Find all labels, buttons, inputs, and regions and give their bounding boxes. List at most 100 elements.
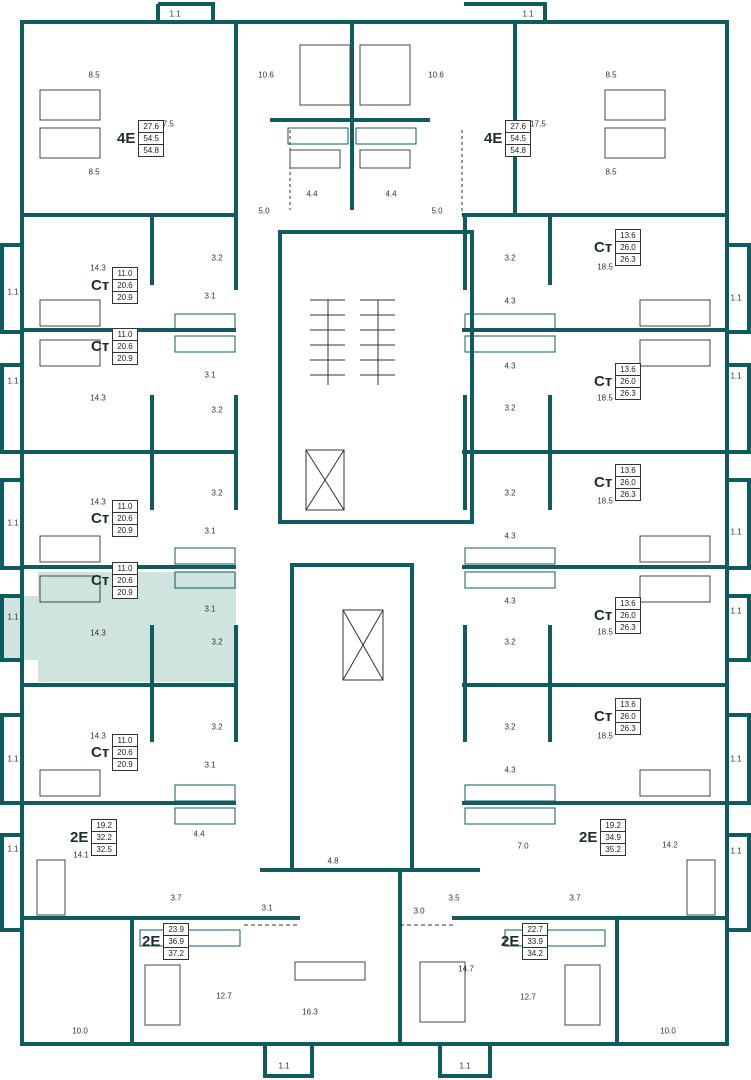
area-label: 3.2 (211, 405, 223, 415)
area-label: 17.5 (530, 119, 546, 129)
area-label: 5.0 (431, 206, 443, 216)
area-label: 1.1 (7, 844, 19, 854)
area-label: 1.1 (730, 846, 742, 856)
area-label: 4.3 (504, 596, 516, 606)
area-label: 1.1 (459, 1061, 471, 1071)
area-label: 14.3 (90, 731, 106, 741)
area-label: 14.3 (90, 393, 106, 403)
area-label: 18.5 (597, 393, 613, 403)
area-label: 5.0 (258, 206, 270, 216)
area-label: 1.1 (730, 754, 742, 764)
apartment-type: Ст (91, 744, 110, 761)
area-label: 3.1 (204, 760, 216, 770)
area-label: 3.1 (204, 526, 216, 536)
apartment-area-value: 11.0 (113, 329, 137, 341)
area-label: 1.1 (7, 518, 19, 528)
apartment-type: Ст (91, 510, 110, 527)
apartment-area-value: 54.8 (143, 146, 159, 155)
apartment-area-value: 13.6 (616, 699, 640, 711)
area-label: 18.5 (597, 731, 613, 741)
area-label: 14.3 (90, 497, 106, 507)
area-label: 3.2 (504, 488, 516, 498)
area-label: 10.6 (258, 70, 274, 80)
apartment-type: Ст (594, 373, 613, 390)
apartment-area-value: 13.6 (616, 598, 640, 610)
apartment-area-value: 13.6 (616, 465, 640, 477)
area-label: 1.1 (7, 287, 19, 297)
area-label: 18.5 (597, 262, 613, 272)
apartment-area-value: 36.9 (164, 936, 188, 948)
area-label: 10.6 (428, 70, 444, 80)
area-label: 3.2 (211, 488, 223, 498)
apartment-area-value: 22.7 (523, 924, 547, 936)
area-label: 4.8 (327, 856, 339, 866)
area-label: 4.4 (193, 829, 205, 839)
area-label: 4.3 (504, 531, 516, 541)
apartment-area-value: 35.2 (605, 845, 621, 854)
area-label: 1.1 (278, 1061, 290, 1071)
apartment-area-value: 26.3 (620, 623, 636, 632)
apartment-area-value: 20.9 (117, 588, 133, 597)
area-label: 3.7 (170, 893, 182, 903)
apartment-area-value: 19.2 (601, 820, 625, 832)
area-label: 3.2 (211, 722, 223, 732)
area-label: 3.2 (504, 722, 516, 732)
apartment-area-value: 13.6 (616, 230, 640, 242)
area-label: 17.5 (158, 119, 174, 129)
apartment-area-value: 26.3 (620, 255, 636, 264)
apartment-area-value: 13.6 (616, 364, 640, 376)
area-label: 8.5 (88, 167, 100, 177)
area-label: 10.0 (72, 1026, 88, 1036)
area-label: 1.1 (169, 9, 181, 19)
area-label: 14.3 (90, 628, 106, 638)
area-label: 3.1 (261, 903, 273, 913)
apartment-area-value: 54.8 (510, 146, 526, 155)
apartment-area-value: 26.0 (616, 477, 640, 489)
area-label: 3.0 (413, 906, 425, 916)
area-label: 1.1 (730, 606, 742, 616)
area-label: 4.4 (306, 189, 318, 199)
area-label: 8.5 (605, 70, 617, 80)
area-label: 7.0 (517, 841, 529, 851)
area-label: 3.2 (211, 637, 223, 647)
elevator-2 (342, 609, 384, 681)
apartment-area-value: 54.5 (506, 133, 530, 145)
apartment-type: Ст (91, 338, 110, 355)
apartment-area-value: 54.5 (139, 133, 163, 145)
apartment-type: Ст (594, 474, 613, 491)
area-label: 4.4 (385, 189, 397, 199)
area-label: 3.1 (204, 291, 216, 301)
apartment-area-value: 37.2 (168, 949, 184, 958)
apartment-area-value: 32.5 (96, 845, 112, 854)
apartment-area-value: 11.0 (113, 563, 137, 575)
area-label: 3.1 (204, 370, 216, 380)
outer-wall (20, 20, 729, 1046)
apartment-type: 2E (70, 829, 89, 846)
area-label: 1.1 (522, 9, 534, 19)
apartment-area-value: 26.0 (616, 610, 640, 622)
area-label: 1.1 (730, 527, 742, 537)
apartment-area-value: 32.2 (92, 832, 116, 844)
area-label: 1.1 (730, 293, 742, 303)
apartment-area-value: 26.0 (616, 711, 640, 723)
apartment-area-value: 20.9 (117, 526, 133, 535)
